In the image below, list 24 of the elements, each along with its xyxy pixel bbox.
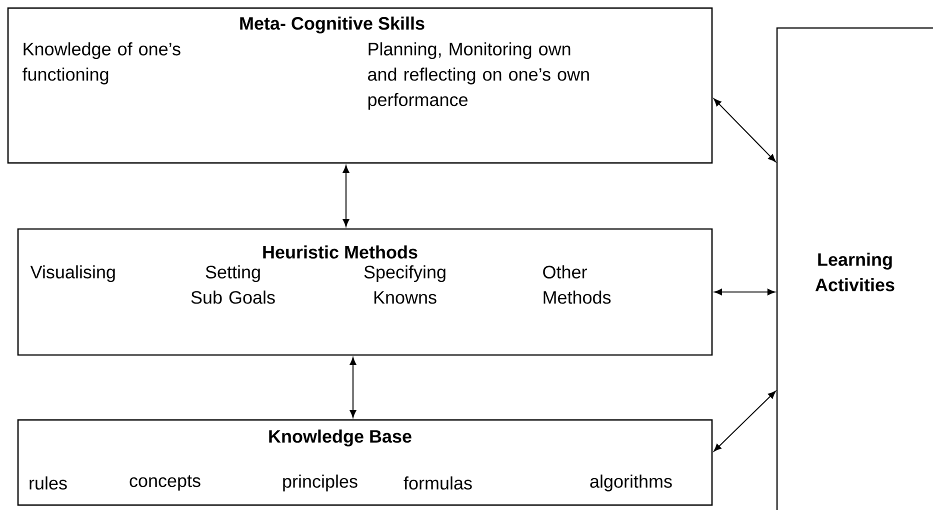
heading: Knowledge Base xyxy=(269,430,412,446)
item-text: Specifying Knowns xyxy=(364,265,446,304)
item-text: Visualising xyxy=(30,265,115,282)
arrow xyxy=(342,165,350,227)
panel-box xyxy=(776,27,933,510)
heading: Meta- Cognitive Skills xyxy=(240,16,424,34)
item-text: Setting Sub Goals xyxy=(191,265,275,304)
item-text: Other Methods xyxy=(543,265,611,304)
item-text: Planning, Monitoring own and reflecting on one’s own performance xyxy=(368,42,589,110)
arrow xyxy=(714,390,776,452)
heading: Heuristic Methods xyxy=(263,245,418,259)
arrow xyxy=(714,288,776,296)
section-box xyxy=(7,7,713,164)
item-text: Knowledge of one’s functioning xyxy=(22,42,180,84)
section-box xyxy=(17,419,713,506)
item-text: formulas xyxy=(404,476,472,490)
arrow xyxy=(350,357,356,418)
section-box xyxy=(17,228,713,356)
item-text: rules xyxy=(30,476,67,490)
arrow xyxy=(714,98,776,162)
item-text: algorithms xyxy=(590,474,672,492)
heading: Learning Activities xyxy=(815,252,894,292)
item-text: concepts xyxy=(130,475,200,491)
item-text: principles xyxy=(283,474,358,492)
